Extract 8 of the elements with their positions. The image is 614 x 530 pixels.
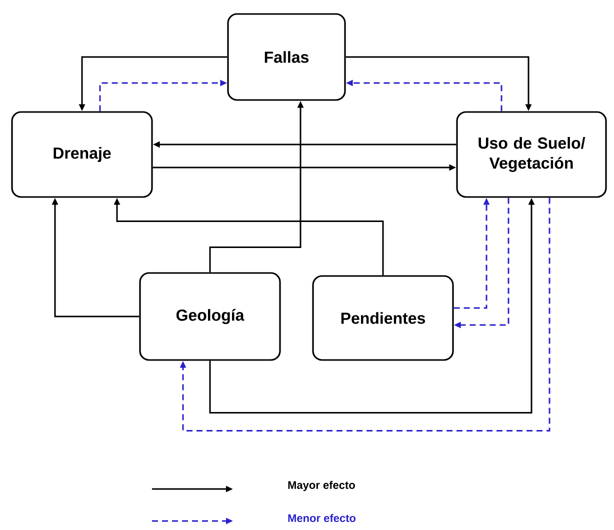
process-box: Fallas [227,13,346,101]
legend-label: Mayor efecto [288,480,355,492]
arrow [180,198,550,432]
process-box: Drenaje [11,111,153,198]
process-box: Geología [139,272,281,361]
process-box: Uso de Suelo/ Vegetación [456,111,607,198]
process-box: Pendientes [312,275,454,361]
legend-label: Menor efecto [288,514,356,522]
